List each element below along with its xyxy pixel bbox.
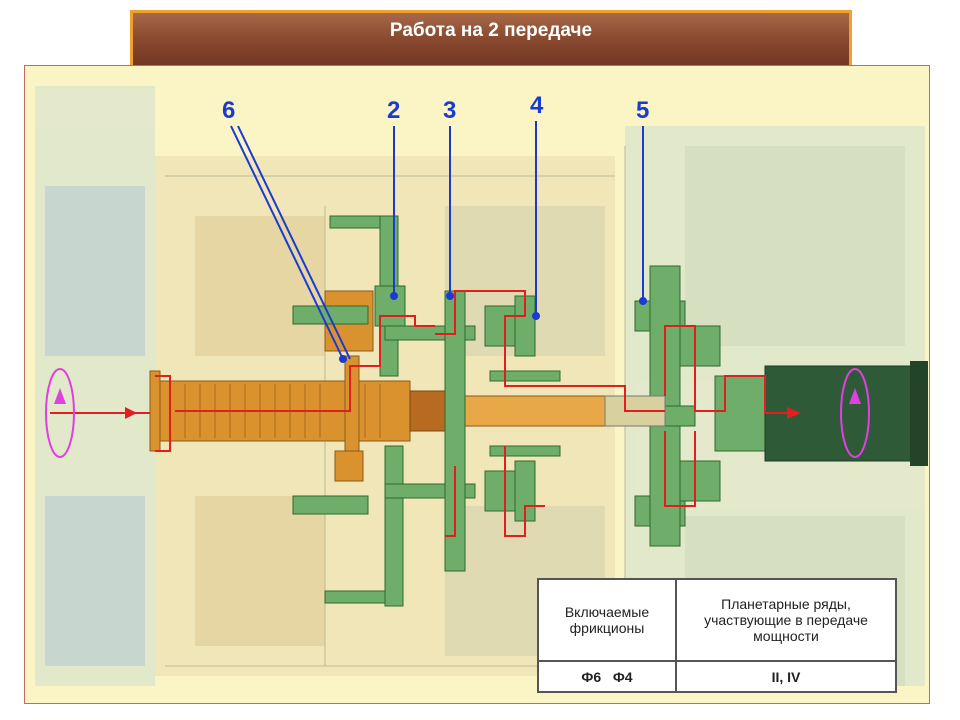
callout-4: 4 <box>530 92 544 119</box>
callout-3: 3 <box>443 97 457 124</box>
callout-2: 2 <box>387 97 401 124</box>
callout-6: 6 <box>222 97 236 124</box>
table-header-row: Включаемые фрикционы Планетарные ряды, у… <box>537 578 897 662</box>
cell-frictions: Ф6 Ф4 <box>537 660 677 693</box>
cell-planetary-rows: II, IV <box>675 660 897 693</box>
gear-info-table: Включаемые фрикционы Планетарные ряды, у… <box>537 578 897 693</box>
rotation-arrow-icon <box>45 368 75 458</box>
power-flow-arrow-icon <box>125 407 137 419</box>
rotation-arrow-icon <box>840 368 870 458</box>
callout-5: 5 <box>636 97 650 124</box>
header-planetary-rows: Планетарные ряды, участвующие в передаче… <box>675 578 897 662</box>
header-frictions: Включаемые фрикционы <box>537 578 677 662</box>
table-row: Ф6 Ф4 II, IV <box>537 660 897 693</box>
page-title: Работа на 2 передаче <box>389 20 593 41</box>
callout-leaders <box>230 121 647 363</box>
title-bar: Работа на 2 передаче <box>130 10 852 72</box>
power-flow-arrow-icon <box>787 407 801 419</box>
